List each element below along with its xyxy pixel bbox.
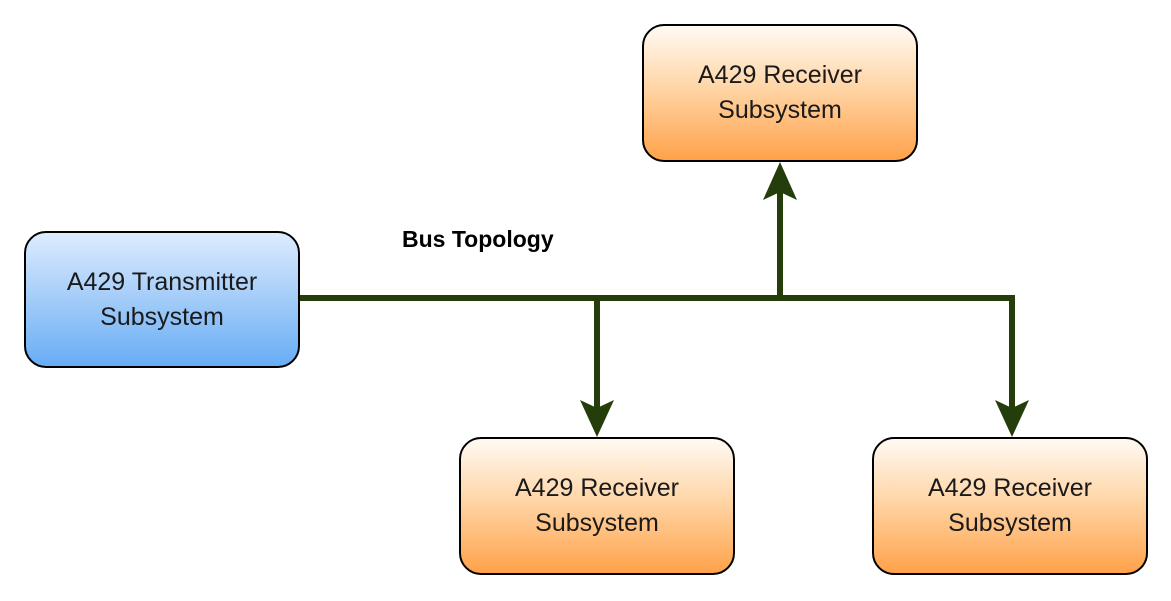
receiver-label: A429 Receiver Subsystem bbox=[698, 58, 862, 128]
receiver-label: A429 Receiver Subsystem bbox=[928, 471, 1092, 541]
receiver-label-line1: A429 Receiver bbox=[698, 61, 862, 89]
receiver-subsystem-box-middle: A429 Receiver Subsystem bbox=[459, 437, 735, 575]
receiver-label-line2: Subsystem bbox=[948, 509, 1072, 537]
arrow-up-icon bbox=[763, 162, 797, 200]
bus-topology-label: Bus Topology bbox=[402, 226, 554, 252]
transmitter-label: A429 Transmitter Subsystem bbox=[67, 265, 257, 335]
transmitter-subsystem-box: A429 Transmitter Subsystem bbox=[24, 231, 300, 368]
transmitter-label-line1: A429 Transmitter bbox=[66, 267, 258, 296]
receiver-subsystem-box-right: A429 Receiver Subsystem bbox=[872, 437, 1148, 575]
receiver-label-line1: A429 Receiver bbox=[928, 474, 1092, 502]
receiver-label: A429 Receiver Subsystem bbox=[515, 471, 679, 541]
transmitter-label-line2: Subsystem bbox=[100, 302, 224, 331]
receiver-subsystem-box-top: A429 Receiver Subsystem bbox=[642, 24, 918, 162]
receiver-label-line2: Subsystem bbox=[718, 96, 842, 124]
receiver-label-line2: Subsystem bbox=[535, 509, 659, 537]
arrow-down-icon bbox=[580, 400, 614, 437]
arrow-down-icon bbox=[995, 400, 1029, 437]
receiver-label-line1: A429 Receiver bbox=[515, 474, 679, 502]
